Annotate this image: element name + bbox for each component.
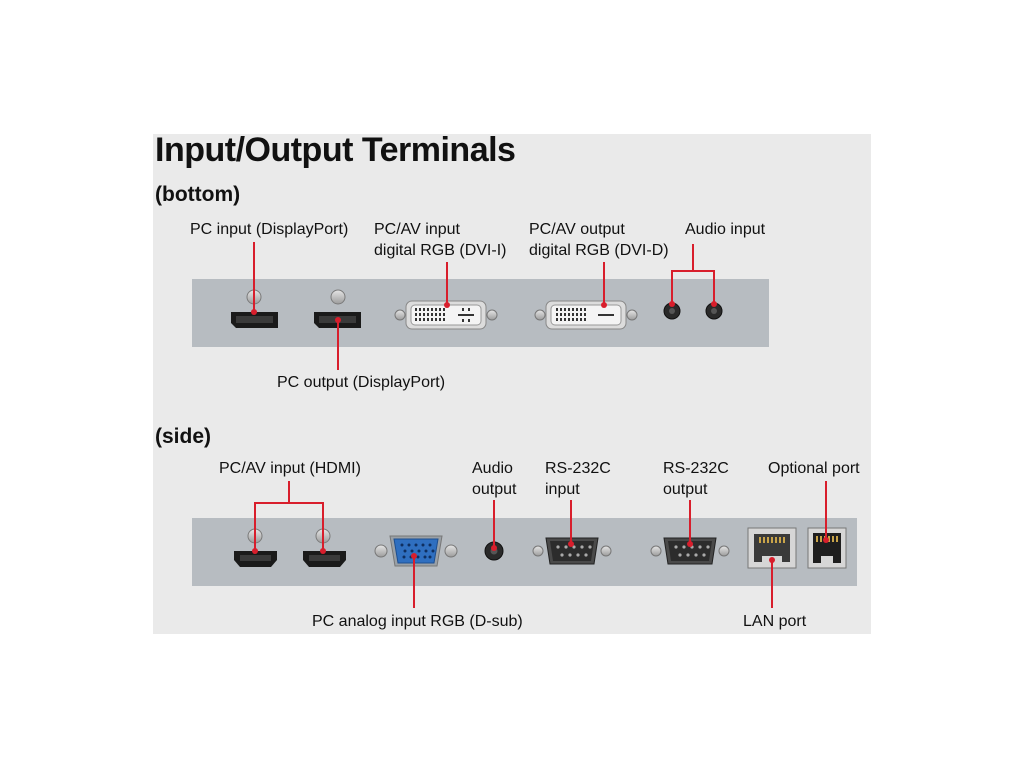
- label-pc-input-displayport: PC input (DisplayPort): [190, 221, 349, 238]
- label-rs232c-input-line1: RS-232C: [545, 460, 611, 477]
- label-audio-output-line1: Audio: [472, 460, 513, 477]
- label-pcav-input-dvi-line1: PC/AV input: [374, 221, 460, 238]
- label-lan-port: LAN port: [743, 613, 807, 630]
- label-rs232c-output-line2: output: [663, 481, 708, 498]
- label-pc-output-displayport: PC output (DisplayPort): [277, 374, 446, 391]
- label-pcav-input-dvi-line2: digital RGB (DVI-I): [374, 242, 507, 259]
- bottom-terminal-panel: [192, 279, 769, 347]
- label-pcav-output-dvi-line1: PC/AV output: [529, 221, 625, 238]
- section-bottom-heading: (bottom): [155, 183, 241, 206]
- side-terminal-panel: [192, 518, 857, 586]
- label-pc-analog-input-dsub: PC analog input RGB (D-sub): [312, 613, 523, 630]
- label-rs232c-input-line2: input: [545, 481, 580, 498]
- label-optional-port: Optional port: [768, 460, 860, 477]
- label-rs232c-output-line1: RS-232C: [663, 460, 729, 477]
- page-title: Input/Output Terminals: [155, 131, 516, 169]
- label-audio-input: Audio input: [685, 221, 766, 238]
- section-side-heading: (side): [155, 425, 212, 448]
- label-audio-output-line2: output: [472, 481, 517, 498]
- label-pcav-output-dvi-line2: digital RGB (DVI-D): [529, 242, 669, 259]
- label-pcav-input-hdmi: PC/AV input (HDMI): [219, 460, 361, 477]
